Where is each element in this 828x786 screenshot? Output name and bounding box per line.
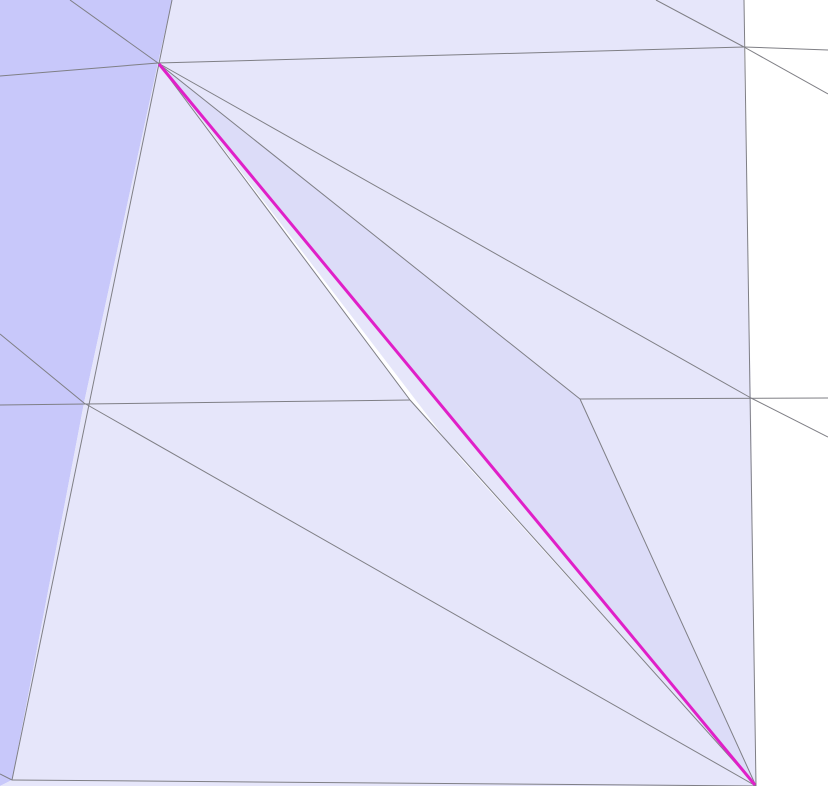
mesh-edge xyxy=(0,333,85,404)
mesh-edge xyxy=(83,402,757,786)
mesh-edge xyxy=(655,0,745,48)
mesh-edge xyxy=(743,0,757,786)
mesh-edge xyxy=(157,62,752,399)
outside-mesh-area xyxy=(744,47,828,786)
mesh-edge xyxy=(409,399,757,786)
light-mesh-region xyxy=(0,0,756,786)
mesh-edge xyxy=(0,399,411,406)
mesh-edge xyxy=(743,46,828,95)
mesh-edge xyxy=(157,62,411,401)
mesh-edge xyxy=(157,62,581,400)
mesh-edge xyxy=(11,0,173,781)
mesh-edge xyxy=(0,773,13,781)
mesh-edge xyxy=(743,46,828,51)
mesh-edge xyxy=(0,62,159,77)
mesh-edge xyxy=(11,779,757,786)
highlighted-diagonal-edge xyxy=(157,63,757,786)
mesh-edge xyxy=(750,397,828,438)
mesh-edge xyxy=(579,397,828,400)
mesh-edge xyxy=(579,398,757,786)
dark-strip-region xyxy=(0,0,172,786)
mesh-edge xyxy=(157,46,745,64)
mesh-edge xyxy=(69,0,159,64)
